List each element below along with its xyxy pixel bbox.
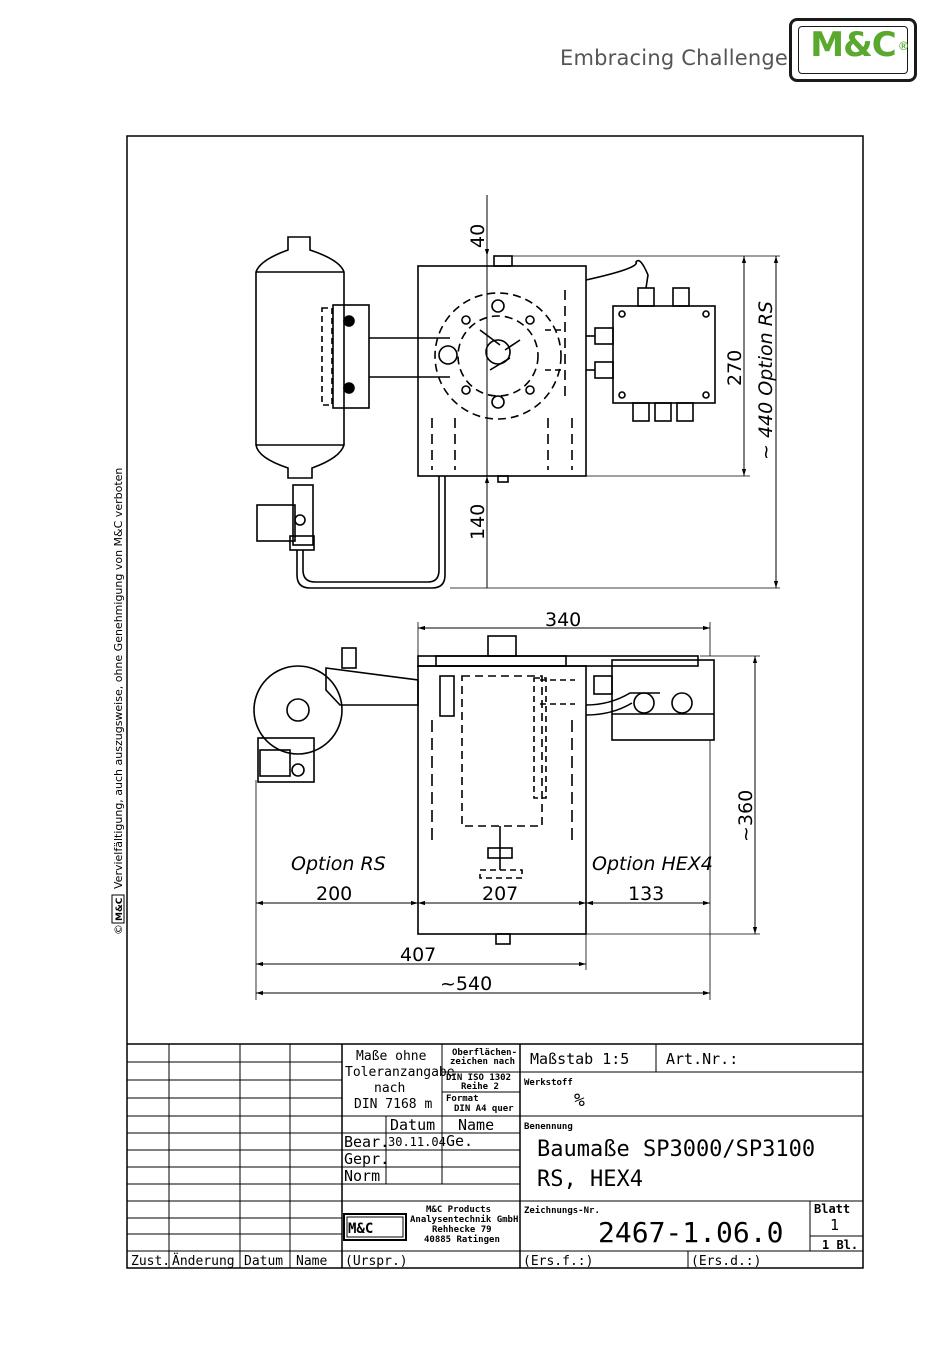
dim-270: 270 <box>724 350 746 386</box>
col-name-rev: Name <box>296 1254 327 1269</box>
tolerance-line-2: Toleranzangabe <box>345 1065 455 1080</box>
dim-133: 133 <box>628 883 664 905</box>
surface-line-2: zeichen nach <box>450 1056 515 1067</box>
format-value: DIN A4 quer <box>454 1104 514 1114</box>
filter-front <box>253 665 343 755</box>
col-aenderung: Änderung <box>172 1253 235 1269</box>
row-gepr: Gepr. <box>344 1150 389 1168</box>
surface-line-4: Reihe 2 <box>461 1081 499 1092</box>
mc-logo: M&C ® <box>789 18 917 82</box>
blatt-value: 1 <box>830 1216 839 1234</box>
surface-line-3: DIN ISO 1302 <box>446 1073 511 1083</box>
drain-tube <box>296 476 446 589</box>
title-block-text: Maße ohne Toleranzangabe nach DIN 7168 m… <box>131 1048 858 1269</box>
format-label: Format <box>446 1094 479 1104</box>
dim-140: 140 <box>467 504 489 540</box>
col-name: Name <box>458 1116 494 1134</box>
company-line-3: Rehhecke 79 <box>432 1225 492 1235</box>
urspr: (Urspr.) <box>345 1254 408 1269</box>
col-zust: Zust. <box>131 1254 170 1269</box>
company-line-1: M&C Products <box>426 1205 491 1215</box>
benennung-line-2: RS, HEX4 <box>537 1167 643 1192</box>
top-view <box>255 195 780 589</box>
front-view <box>253 622 760 1000</box>
blatt-label: Blatt <box>814 1202 850 1216</box>
tolerance-line-3: nach <box>374 1081 405 1096</box>
art-nr: Art.Nr.: <box>666 1050 738 1068</box>
drawing-frame <box>126 135 864 1269</box>
dim-340: 340 <box>545 609 581 631</box>
blatt-total: 1 Bl. <box>822 1238 858 1252</box>
logo-registered-mark: ® <box>899 39 908 53</box>
col-datum: Datum <box>390 1116 435 1134</box>
company-tagline: Embracing Challenge <box>560 46 789 70</box>
ersd: (Ers.d.:) <box>691 1254 761 1269</box>
dim-200: 200 <box>316 883 352 905</box>
company-line-4: 40885 Ratingen <box>424 1234 500 1245</box>
scale: Maßstab 1:5 <box>530 1050 629 1068</box>
benennung-line-1: Baumaße SP3000/SP3100 <box>537 1137 815 1162</box>
company-line-2: Analysentechnik GmbH <box>410 1214 518 1225</box>
label-option-hex4: Option HEX4 <box>592 853 713 875</box>
junction-box <box>612 305 716 404</box>
dim-540: ~540 <box>440 973 492 995</box>
col-datum-rev: Datum <box>244 1254 283 1269</box>
dim-440-option-rs: ~ 440 Option RS <box>755 301 777 460</box>
company-logo-mark: M&C <box>348 1221 373 1237</box>
bear-date: 30.11.04 <box>388 1135 446 1149</box>
tolerance-line-4: DIN 7168 m <box>354 1097 432 1112</box>
dim-407: 407 <box>400 944 436 966</box>
row-norm: Norm <box>344 1167 380 1185</box>
title-block <box>127 1043 863 1268</box>
ersf: (Ers.f.:) <box>523 1254 593 1269</box>
dim-40: 40 <box>467 224 489 248</box>
copyright-mark: M&C <box>115 897 125 921</box>
benennung-label: Benennung <box>524 1122 573 1132</box>
zeichnungs-nr: 2467-1.06.0 <box>598 1216 783 1249</box>
bear-name: Ge. <box>446 1132 473 1150</box>
cable <box>585 259 649 289</box>
surface-line-1: Oberflächen- <box>452 1048 517 1058</box>
zeichnungs-label: Zeichnungs-Nr. <box>524 1205 600 1216</box>
copyright-symbol: © <box>112 924 125 935</box>
cooler-body <box>417 265 587 477</box>
filter-bracket <box>332 304 370 409</box>
copyright-notice: © M&C Vervielfältigung, auch auszugsweis… <box>111 468 125 935</box>
dim-207: 207 <box>482 883 518 905</box>
solenoid-valve <box>256 504 296 542</box>
werkstoff-label: Werkstoff <box>524 1078 573 1088</box>
junction-box-front <box>611 659 715 741</box>
logo-frame <box>798 26 908 74</box>
logo-text: M&C <box>810 25 896 65</box>
row-bear: Bear. <box>344 1133 389 1151</box>
tolerance-line-1: Maße ohne <box>356 1049 427 1064</box>
werkstoff-value: % <box>574 1090 585 1111</box>
dim-360: ~360 <box>735 790 757 842</box>
filter-housing <box>255 236 345 479</box>
copyright-text: Vervielfältigung, auch auszugsweise, ohn… <box>112 468 125 889</box>
label-option-rs: Option RS <box>291 853 386 875</box>
